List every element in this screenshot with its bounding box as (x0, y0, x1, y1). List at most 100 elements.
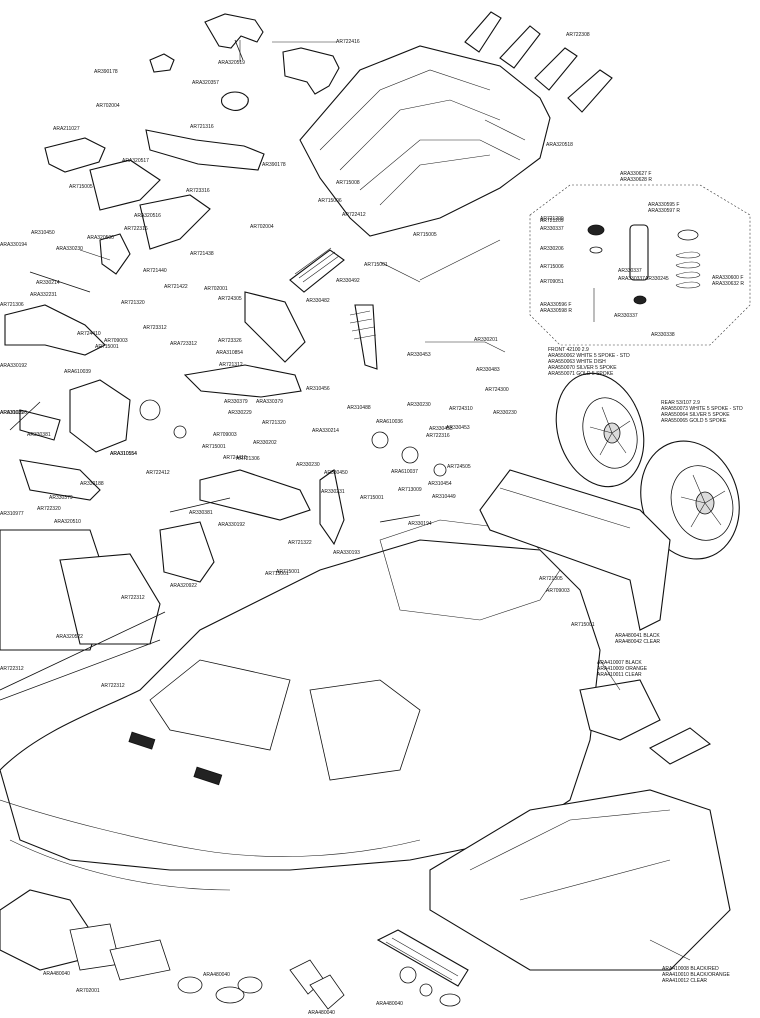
part-label: ARA330632 R (712, 281, 744, 287)
part-number-label: AR721422 (164, 284, 188, 290)
part-number-label: AR702004 (96, 103, 120, 109)
part-number-label: AR715006 (318, 198, 342, 204)
part-label: ARA330600 F (712, 275, 744, 281)
part-number-label: AR330230 (493, 410, 517, 416)
part-number-label: ARA330337 (618, 276, 645, 282)
part-number-label: AR330482 (306, 298, 330, 304)
part-number-label: AR715001 (364, 262, 388, 268)
body-shell-part (0, 519, 601, 891)
part-label: ARA330597 R (648, 208, 680, 214)
part-label: ARA550073 WHITE 5 SPOKE - STD (661, 406, 743, 412)
part-number-label: AR722320 (37, 506, 61, 512)
part-number-label: AR724410 (77, 331, 101, 337)
part-number-label: AR715008 (336, 180, 360, 186)
part-number-label: AR330188 (80, 481, 104, 487)
part-number-label: AR723326 (218, 338, 242, 344)
part-number-label: AR709003 (104, 338, 128, 344)
misc-bottom-parts (177, 959, 461, 1010)
part-number-label: AR722308 (566, 32, 590, 38)
part-number-label: AR330201 (474, 337, 498, 343)
part-number-label: AR709051 (540, 279, 564, 285)
front-wheel-label-block: FRONT 42100 2.9 ARA550062 WHITE 5 SPOKE … (548, 347, 630, 377)
part-label: ARA330598 R (540, 308, 572, 314)
part-number-label: AR330492 (336, 278, 360, 284)
shock-absorber-parts (289, 247, 378, 370)
part-number-label: AR721209 (540, 216, 564, 222)
shock-body-label-block: ARA330595 F ARA330597 R (648, 202, 680, 214)
part-number-label: AR724410 (223, 455, 247, 461)
part-number-label: ARA310554 (110, 451, 137, 457)
part-number-label: ARA330214 (312, 428, 339, 434)
part-number-label: ARA330379 (256, 399, 283, 405)
part-number-label: AR724300 (485, 387, 509, 393)
shock-spring2-label-block: ARA330600 F ARA330632 R (712, 275, 744, 287)
part-number-label: ARA330194 (0, 242, 27, 248)
part-number-label: ARA320522 (56, 634, 83, 640)
part-number-label: ARA610039 (64, 369, 91, 375)
part-number-label: AR722412 (342, 212, 366, 218)
part-number-label: AR709003 (546, 588, 570, 594)
part-number-label: AR330483 (476, 367, 500, 373)
suspension-arm-parts (0, 159, 345, 651)
part-number-label: AR330381 (27, 432, 51, 438)
undertray-label-block: ARA410008 BLACK/RED ARA410010 BLACK/ORAN… (662, 966, 730, 984)
rear-wing-part (479, 469, 671, 631)
part-number-label: ARA332231 (30, 292, 57, 298)
splitter-label-block: ARA410007 BLACK ARA410009 ORANGE ARA4100… (597, 660, 647, 678)
part-number-label: AR330230 (296, 462, 320, 468)
part-number-label: ARA211027 (53, 126, 80, 132)
part-number-label: ARA320518 (546, 142, 573, 148)
part-number-label: ARA610036 (376, 419, 403, 425)
part-label: ARA410010 BLACK/ORANGE (662, 972, 730, 978)
radiator-part (376, 929, 469, 997)
part-number-label: AR330379 (49, 495, 73, 501)
part-label: ARA550065 GOLD 5 SPOKE (661, 418, 727, 424)
part-label: FRONT 42100 2.9 (548, 347, 589, 353)
part-label: ARA410007 BLACK (597, 660, 642, 666)
part-label: ARA550063 WHITE DISH (548, 359, 606, 365)
part-number-label: ARA320519 (218, 60, 245, 66)
part-number-label: AR723316 (186, 188, 210, 194)
shock-spring-label-block: ARA330627 F ARA330628 R (620, 171, 652, 183)
part-number-label: AR310449 (432, 494, 456, 500)
part-number-label: AR715001 (571, 622, 595, 628)
part-number-label: AR330337 (540, 226, 564, 232)
part-number-label: AR330230 (407, 402, 431, 408)
part-number-label: AR310454 (428, 481, 452, 487)
part-number-label: AR722312 (0, 666, 24, 672)
part-number-label: ARA330192 (0, 363, 27, 369)
part-number-label: AR715006 (540, 264, 564, 270)
part-number-label: AR330231 (321, 489, 345, 495)
part-number-label: ARA330230 (56, 246, 83, 252)
part-number-label: AR330379 (224, 399, 248, 405)
front-wheel-part (555, 372, 645, 488)
part-number-label: AR724305 (218, 296, 242, 302)
part-number-label: AR722316 (124, 226, 148, 232)
part-number-label: AR310488 (347, 405, 371, 411)
part-number-label: AR390178 (94, 69, 118, 75)
part-number-label: AR715001 (276, 569, 300, 575)
part-number-label: AR713009 (398, 487, 422, 493)
front-splitter-part (579, 679, 712, 765)
part-number-label: AR715005 (413, 232, 437, 238)
part-number-label: AR721305 (539, 576, 563, 582)
part-number-label: ARA320500 (87, 235, 114, 241)
part-number-label: AR709003 (213, 432, 237, 438)
part-label: ARA550064 SILVER 5 SPOKE (661, 412, 730, 418)
part-number-label: ARA480040 (43, 971, 70, 977)
part-number-label: AR330337 (614, 313, 638, 319)
part-number-label: AR610039 (0, 410, 24, 416)
part-number-label: AR330245 (645, 276, 669, 282)
part-number-label: AR721440 (143, 268, 167, 274)
part-number-label: AR330202 (253, 440, 277, 446)
part-number-label: AR330214 (36, 280, 60, 286)
shock-tower-part (44, 13, 340, 173)
part-label: ARA410009 ORANGE (597, 666, 648, 672)
part-label: ARA330596 F (540, 302, 572, 308)
part-number-label: ARA320510 (54, 519, 81, 525)
part-number-label: ARA723312 (170, 341, 197, 347)
part-number-label: ARA310216 (0, 410, 27, 416)
part-number-label: AR715001 (360, 495, 384, 501)
part-number-label: AR721316 (190, 124, 214, 130)
